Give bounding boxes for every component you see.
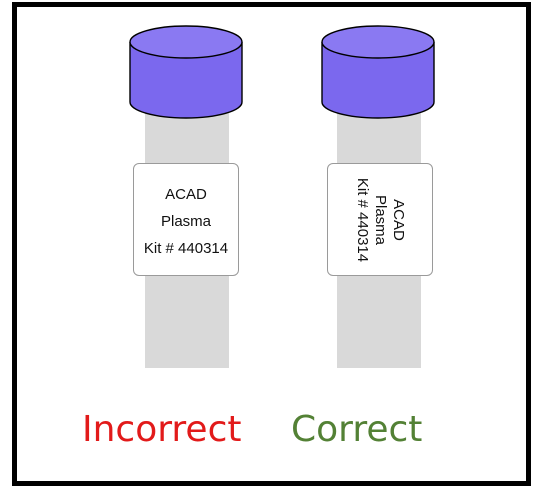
tube-cap-correct <box>321 25 435 119</box>
label-line-kit: Kit # 440314 <box>143 240 229 257</box>
tube-label-incorrect: ACAD Plasma Kit # 440314 <box>133 163 239 276</box>
label-line-acad: ACAD <box>390 198 407 241</box>
label-line-plasma: Plasma <box>372 194 389 245</box>
caption-correct: Correct <box>291 409 423 450</box>
label-text-incorrect: ACAD Plasma Kit # 440314 <box>134 181 238 262</box>
label-line-plasma: Plasma <box>160 213 212 230</box>
diagram-frame <box>12 2 531 486</box>
tube-cap-incorrect <box>129 25 243 119</box>
tube-label-correct: ACAD Plasma Kit # 440314 <box>327 163 433 276</box>
label-line-kit: Kit # 440314 <box>354 177 371 262</box>
label-text-correct: ACAD Plasma Kit # 440314 <box>353 163 407 276</box>
caption-incorrect: Incorrect <box>82 409 242 450</box>
label-line-acad: ACAD <box>165 186 207 203</box>
